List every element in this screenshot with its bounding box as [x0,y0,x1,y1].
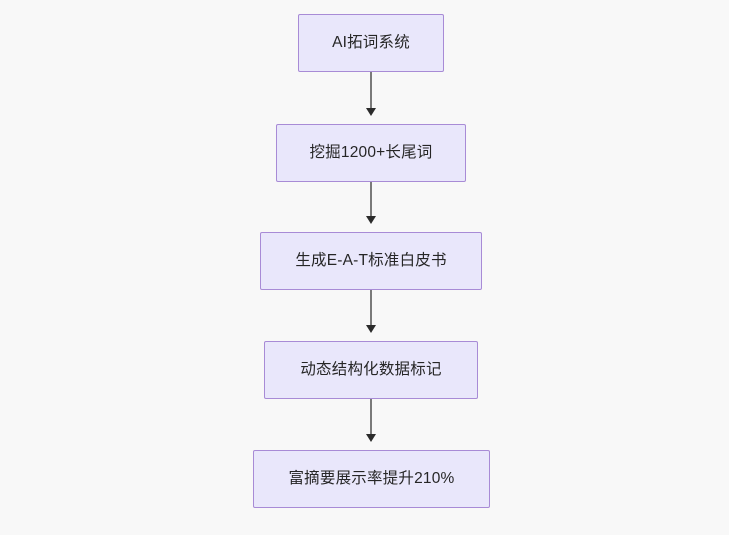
edge-line [370,72,372,109]
arrowhead-icon [365,108,376,116]
edge-line [370,290,372,326]
edge-node4-to-node5 [365,399,376,442]
flowchart-node-generate-eat-whitepaper[interactable]: 生成E-A-T标准白皮书 [260,232,482,290]
arrowhead-icon [365,325,376,333]
arrowhead-icon [365,434,376,442]
flowchart-node-dynamic-structured-data-markup[interactable]: 动态结构化数据标记 [264,341,478,399]
flowchart-node-mine-longtail-keywords[interactable]: 挖掘1200+长尾词 [276,124,466,182]
node-label: 富摘要展示率提升210% [288,469,455,487]
node-label: 挖掘1200+长尾词 [309,143,433,161]
node-label: 动态结构化数据标记 [300,360,442,378]
edge-node3-to-node4 [365,290,376,333]
edge-line [370,182,372,217]
flowchart-node-rich-snippet-impression-lift[interactable]: 富摘要展示率提升210% [253,450,490,508]
edge-node1-to-node2 [365,72,376,116]
node-label: 生成E-A-T标准白皮书 [295,251,447,269]
arrowhead-icon [365,216,376,224]
edge-node2-to-node3 [365,182,376,224]
edge-line [370,399,372,435]
node-label: AI拓词系统 [332,33,410,51]
flowchart-node-ai-keyword-expansion-system[interactable]: AI拓词系统 [298,14,444,72]
